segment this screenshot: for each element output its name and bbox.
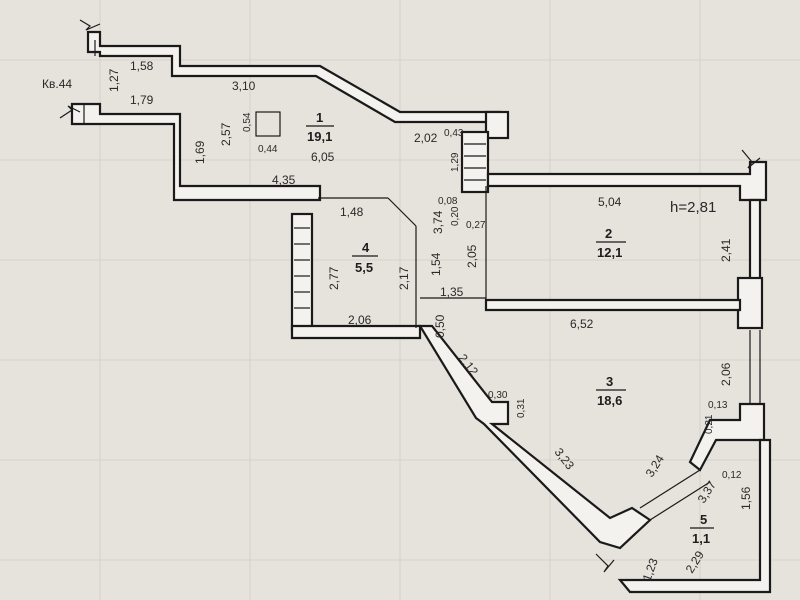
- room-number: 4: [362, 240, 370, 255]
- room-number: 1: [316, 110, 323, 125]
- dimension-label: 2,77: [327, 266, 341, 290]
- dimension-label: 1,35: [440, 285, 464, 299]
- dimension-labels: 1,58 1,27 1,79 3,10 2,57 0,54 0,44 6,05 …: [107, 59, 753, 583]
- dimension-label: 0,43: [444, 128, 464, 139]
- dimension-label: 2,06: [348, 313, 372, 327]
- dimension-label: 2,06: [719, 362, 733, 386]
- interior-lines: [59, 19, 761, 573]
- dimension-label: 6,05: [311, 150, 335, 164]
- dimension-label: 2,17: [397, 266, 411, 290]
- room-number: 5: [700, 512, 707, 527]
- dimension-label: 3,24: [643, 452, 667, 480]
- apartment-label: Кв.44: [42, 77, 72, 91]
- dimension-label: 2,02: [414, 131, 438, 145]
- dimension-label: 3,10: [232, 79, 256, 93]
- room-4-label: 4 5,5: [352, 240, 378, 275]
- dimension-label: 2,41: [719, 238, 733, 262]
- dimension-label: 0,12: [722, 470, 742, 481]
- dimension-label: 1,79: [130, 93, 154, 107]
- dimension-label: 0,21: [704, 414, 715, 434]
- dimension-label: 1,29: [450, 152, 461, 172]
- room-5-label: 5 1,1: [690, 512, 714, 546]
- dimension-label: 1,48: [340, 205, 364, 219]
- dimension-label: 0,27: [466, 220, 486, 231]
- room-area: 12,1: [597, 245, 622, 260]
- room-1-label: 1 19,1: [306, 110, 334, 144]
- dimension-label: 0,20: [450, 206, 461, 226]
- dimension-label: 2,05: [465, 244, 479, 268]
- room-number: 2: [605, 226, 612, 241]
- dimension-label: 1,58: [130, 59, 154, 73]
- dimension-label: 6,52: [570, 317, 594, 331]
- room-area: 18,6: [597, 393, 622, 408]
- walls: [70, 30, 772, 594]
- dimension-label: 3,37: [695, 478, 719, 506]
- dimension-label: 0,08: [438, 196, 458, 207]
- dimension-label: 3,23: [552, 445, 578, 472]
- room-area: 1,1: [692, 531, 710, 546]
- dimension-label: 0,50: [433, 314, 447, 338]
- dimension-label: 1,56: [739, 486, 753, 510]
- dimension-label: 0,31: [516, 398, 527, 418]
- dimension-label: 2,29: [683, 548, 707, 576]
- dimension-label: 3,74: [431, 210, 445, 234]
- dimension-label: 1,54: [429, 252, 443, 276]
- room-area: 5,5: [355, 260, 373, 275]
- dimension-label: 0,54: [242, 112, 253, 132]
- dimension-label: 1,27: [107, 68, 121, 92]
- room-number: 3: [606, 374, 613, 389]
- room-area: 19,1: [307, 129, 332, 144]
- dimension-label: 0,30: [488, 390, 508, 401]
- room-3-label: 3 18,6: [596, 374, 626, 408]
- dimension-label: 1,69: [193, 140, 207, 164]
- dimension-label: 5,04: [598, 195, 622, 209]
- dimension-label: 0,44: [258, 144, 278, 155]
- room-2-label: 2 12,1: [596, 226, 626, 260]
- ceiling-height-label: h=2,81: [670, 199, 716, 216]
- dimension-label: 0,13: [708, 400, 728, 411]
- dimension-label: 2,57: [219, 122, 233, 146]
- dimension-label: 4,35: [272, 173, 296, 187]
